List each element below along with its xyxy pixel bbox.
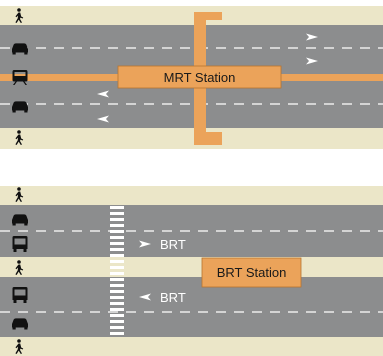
bottom-sidewalk xyxy=(0,128,383,149)
bottom-sidewalk xyxy=(0,337,383,356)
mrt-station xyxy=(117,65,282,89)
brt-lane-label: BRT xyxy=(160,237,186,252)
station-entrance-north xyxy=(193,12,222,69)
brt-diagram: BRT Station BRT BRT xyxy=(0,186,383,356)
mrt-station-label: MRT Station xyxy=(164,70,236,85)
brt-lane-label: BRT xyxy=(160,290,186,305)
median xyxy=(0,257,383,277)
mrt-diagram: MRT Station xyxy=(0,6,383,149)
brt-station-label: BRT Station xyxy=(217,265,287,280)
top-sidewalk xyxy=(0,186,383,205)
south-road xyxy=(0,277,383,337)
brt-station xyxy=(201,257,302,288)
crosswalk xyxy=(110,206,124,335)
top-sidewalk xyxy=(0,6,383,25)
station-entrance-south xyxy=(194,88,222,145)
